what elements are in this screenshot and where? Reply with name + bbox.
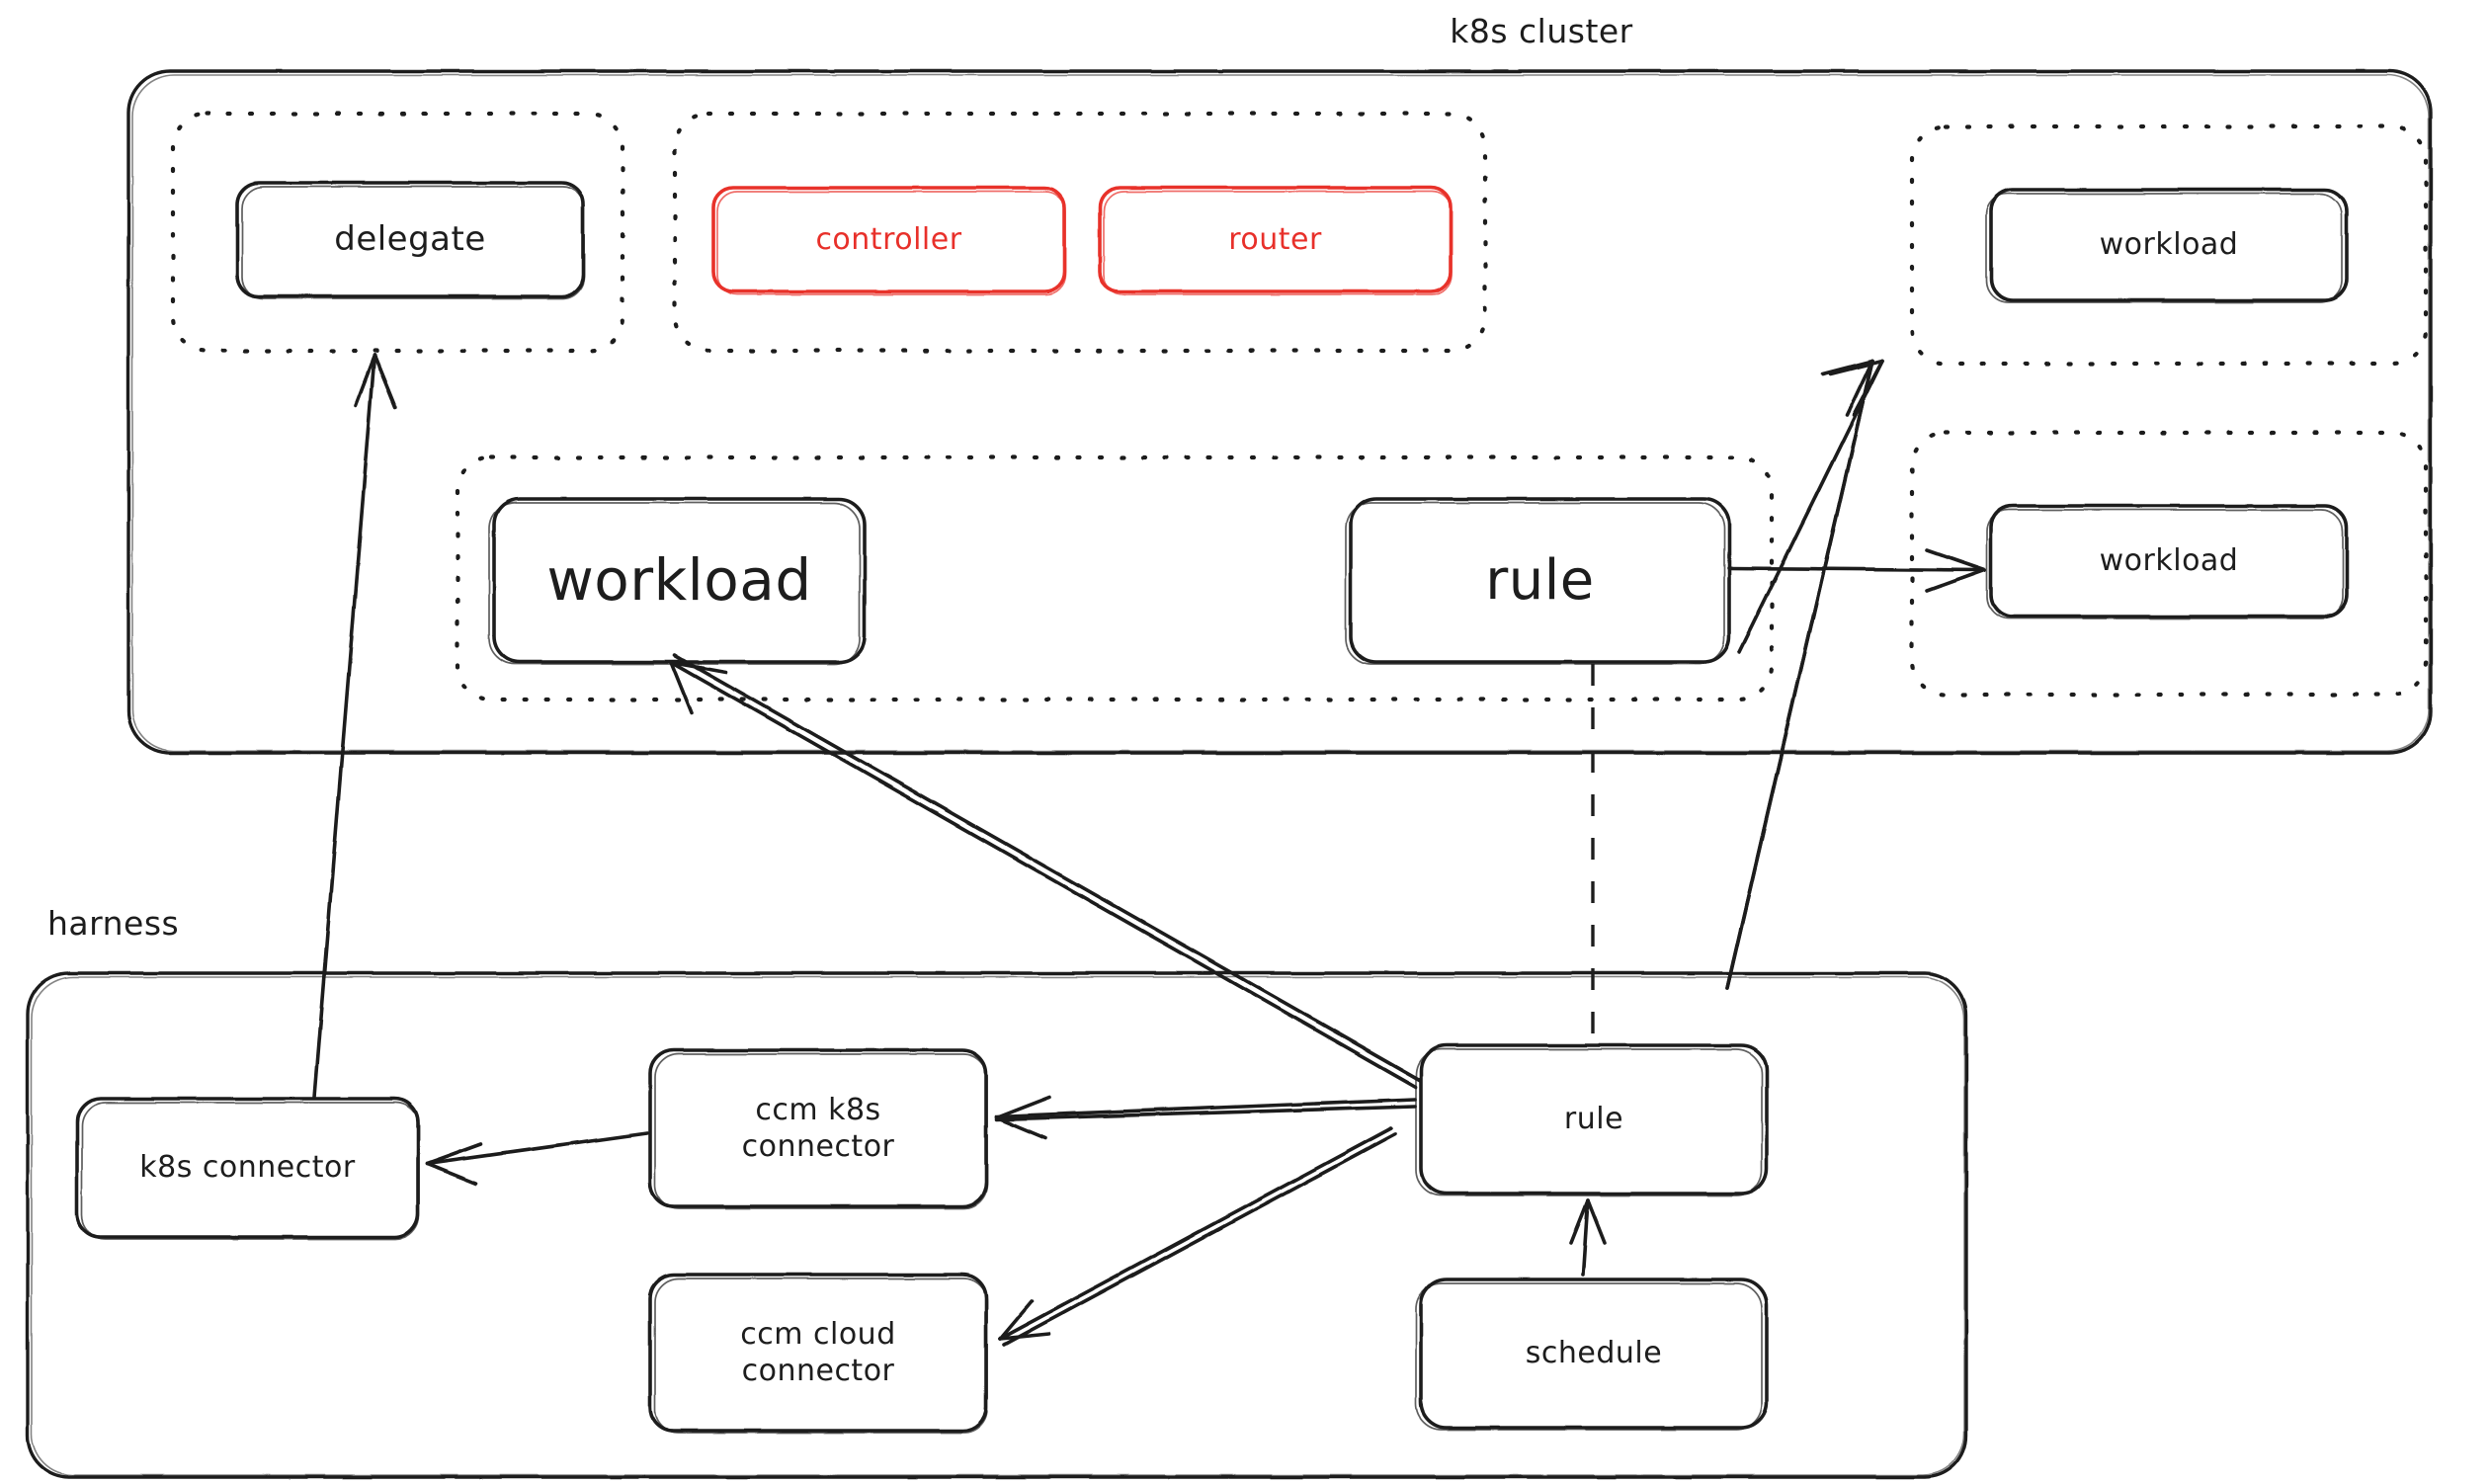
- namespace-workload-right: [1909, 430, 2429, 698]
- namespace-workload-top: [1909, 124, 2429, 367]
- node-workload-top-shape[interactable]: [1985, 188, 2349, 303]
- node-delegate-shape[interactable]: [235, 181, 585, 299]
- edge-rulecluster-to-workloadright: [1727, 548, 1986, 593]
- edge-ruleharness-to-workload: [669, 653, 1422, 1089]
- node-rule-cluster-shape[interactable]: [1345, 497, 1731, 665]
- node-router-shape[interactable]: [1098, 186, 1453, 295]
- cluster-harness-boundary: [26, 971, 1968, 1479]
- edge-ruleharness-to-ccmcloud: [998, 1126, 1397, 1347]
- node-schedule-shape[interactable]: [1415, 1278, 1769, 1431]
- node-ccm-cloud-shape[interactable]: [648, 1273, 988, 1434]
- edge-rulecluster-to-workloadtop-line: [1737, 359, 1884, 654]
- namespace-ccm-components: [672, 111, 1488, 354]
- edge-ruleharness-to-ccmk8s: [994, 1095, 1417, 1140]
- edge-rulecluster-to-workloadtop: [1725, 359, 1874, 990]
- node-rule-harness-shape[interactable]: [1415, 1043, 1769, 1196]
- namespace-middle: [455, 454, 1775, 702]
- node-workload-right-shape[interactable]: [1986, 504, 2349, 619]
- namespace-delegate: [170, 111, 625, 354]
- node-workload-middle-shape[interactable]: [488, 497, 867, 665]
- node-k8s-connector-shape[interactable]: [75, 1097, 420, 1240]
- edge-ccmk8s-to-k8sconnector: [425, 1131, 649, 1186]
- edge-schedule-to-ruleharness: [1569, 1198, 1607, 1277]
- node-ccm-k8s-shape[interactable]: [648, 1048, 988, 1209]
- node-controller-shape[interactable]: [711, 186, 1066, 295]
- edge-k8sconnector-to-delegate: [312, 354, 397, 1099]
- cluster-k8s-boundary: [126, 69, 2433, 755]
